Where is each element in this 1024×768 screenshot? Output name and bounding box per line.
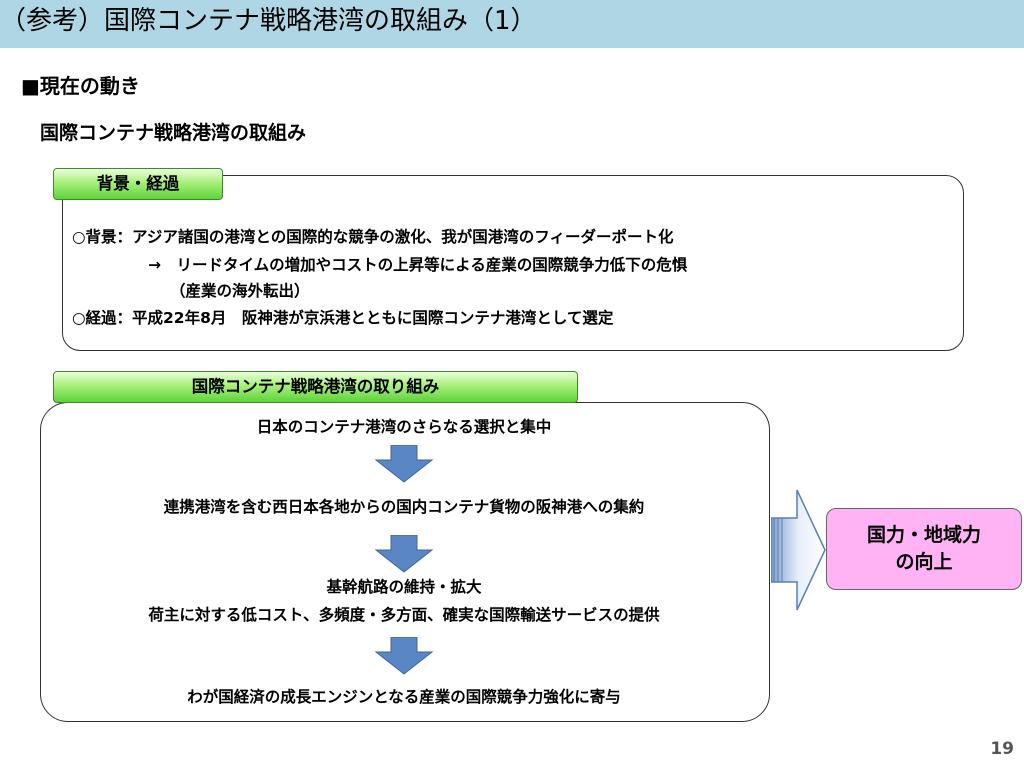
outcome-line: 国力・地域力 (866, 524, 981, 546)
header-band (0, 0, 1024, 48)
page-number: 19 (990, 739, 1014, 759)
background-line: ○背景：アジア諸国の港湾との国際的な競争の激化、我が国港湾のフィーダーポート化 (72, 228, 674, 246)
flow-step: 連携港湾を含む西日本各地からの国内コンテナ貨物の阪神港への集約 (163, 498, 645, 516)
section-heading: ■現在の動き (21, 74, 140, 98)
down-arrow-icon (374, 445, 434, 483)
background-line: → リードタイムの増加やコストの上昇等による産業の国際競争力低下の危惧 (148, 256, 688, 274)
actions-tag: 国際コンテナ戦略港湾の取り組み (53, 371, 578, 403)
flow-step: 日本のコンテナ港湾のさらなる選択と集中 (256, 418, 552, 436)
down-arrow-icon (374, 535, 434, 573)
background-box (62, 175, 964, 351)
outcome-line: の向上 (895, 551, 953, 573)
flow-step: 基幹航路の維持・拡大 (326, 578, 482, 596)
down-arrow-icon (374, 637, 434, 675)
outcome-box: 国力・地域力 の向上 (826, 508, 1022, 590)
flow-step: わが国経済の成長エンジンとなる産業の国際競争力強化に寄与 (187, 688, 621, 706)
background-line: （産業の海外転出） (170, 282, 310, 300)
flow-step: 荷主に対する低コスト、多頻度・多方面、確実な国際輸送サービスの提供 (148, 606, 660, 624)
background-tag: 背景・経過 (53, 168, 223, 200)
right-arrow-icon (771, 489, 826, 611)
subheading: 国際コンテナ戦略港湾の取組み (40, 122, 307, 144)
progress-line: ○経過：平成22年8月 阪神港が京浜港とともに国際コンテナ港湾として選定 (72, 309, 614, 327)
slide-title: （参考）国際コンテナ戦略港湾の取組み（1） (0, 6, 537, 36)
